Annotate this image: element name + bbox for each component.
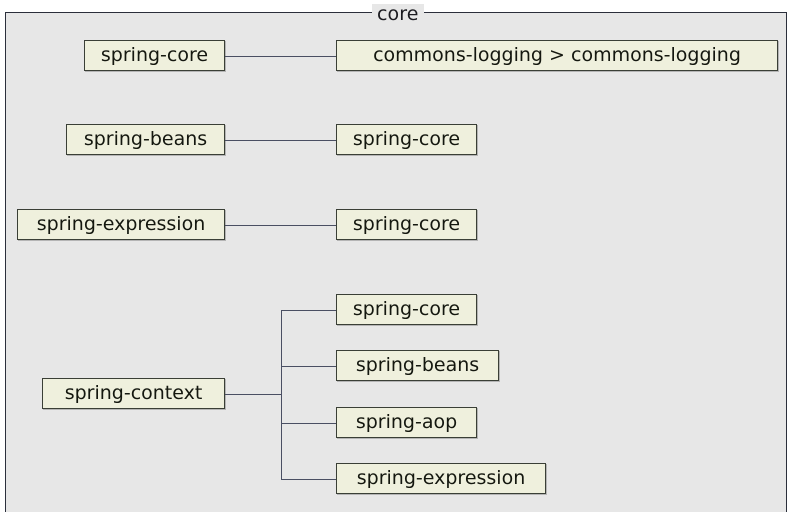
edge-row-spring-context-branch-0 (281, 310, 336, 311)
node-spring-expression[interactable]: spring-expression (17, 209, 225, 240)
node-spring-core-3-0[interactable]: spring-core (336, 294, 477, 325)
edge-row-spring-expression (225, 225, 336, 226)
node-commons-logging > commons-logging-0[interactable]: commons-logging > commons-logging (336, 40, 778, 71)
node-spring-core-1[interactable]: spring-core (336, 124, 477, 155)
edge-row-spring-beans (225, 140, 336, 141)
node-spring-aop-3-2[interactable]: spring-aop (336, 407, 477, 438)
diagram-canvas: core spring-core commons-logging > common… (5, 4, 787, 512)
edge-row-spring-context-branch-3 (281, 479, 336, 480)
edge-row-spring-core (225, 56, 336, 57)
edge-row-spring-context-branch-1 (281, 366, 336, 367)
node-spring-expression-3-3[interactable]: spring-expression (336, 463, 546, 494)
edge-row-spring-context-branch-2 (281, 423, 336, 424)
edge-row-spring-context-stem (225, 394, 281, 395)
node-spring-beans[interactable]: spring-beans (66, 124, 225, 155)
group-title: core (372, 4, 424, 24)
node-spring-core-2[interactable]: spring-core (336, 209, 477, 240)
node-spring-context[interactable]: spring-context (42, 378, 225, 409)
node-spring-core[interactable]: spring-core (84, 40, 225, 71)
node-spring-beans-3-1[interactable]: spring-beans (336, 350, 499, 381)
edge-row-spring-context-spine (281, 310, 282, 479)
